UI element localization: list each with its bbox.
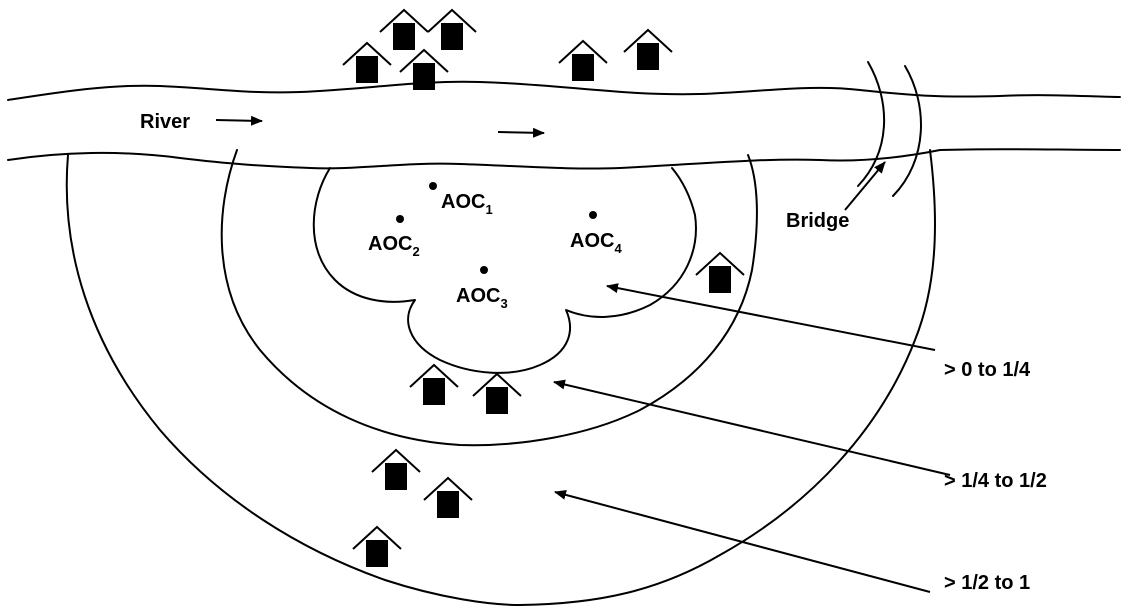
aoc-3-subscript: 3: [500, 296, 507, 311]
zone-boundary-middle: [220, 149, 758, 447]
zone-outer-label: > 1/2 to 1: [944, 572, 1030, 594]
house-icon: [695, 252, 745, 294]
aoc-3-label: AOC: [456, 285, 500, 307]
aoc-1-marker: AOC1: [429, 182, 493, 217]
svg-text:AOC2: AOC2: [368, 233, 420, 259]
aoc-1-subscript: 1: [485, 202, 492, 217]
river-label: River: [140, 111, 190, 133]
house-icon: [472, 373, 522, 415]
svg-text:AOC1: AOC1: [441, 191, 493, 217]
river-flow-arrow: [215, 115, 263, 126]
aoc-2-subscript: 2: [412, 244, 419, 259]
house-icon: [623, 29, 673, 71]
aoc-3-marker: AOC3: [456, 266, 508, 311]
house-icon: [423, 477, 473, 519]
aoc-4-subscript: 4: [614, 241, 622, 256]
svg-text:AOC4: AOC4: [570, 230, 622, 256]
zone-middle-label: > 1/4 to 1/2: [944, 470, 1047, 492]
house-icon: [409, 364, 459, 406]
house-icon: [352, 526, 402, 568]
river-flow-arrow: [497, 127, 545, 138]
house-icon: [371, 449, 421, 491]
svg-text:AOC3: AOC3: [456, 285, 508, 311]
zone-middle-arrow: [553, 379, 951, 476]
bridge-label: Bridge: [786, 210, 849, 232]
bridge-icon: [857, 61, 922, 197]
aoc-2-label: AOC: [368, 233, 412, 255]
aoc-4-marker: AOC4: [570, 211, 622, 256]
zone-inner-label: > 0 to 1/4: [944, 359, 1031, 381]
zone-boundary-inner: [312, 167, 697, 374]
aoc-2-marker: AOC2: [368, 215, 420, 259]
aoc-1-label: AOC: [441, 191, 485, 213]
house-icon: [427, 9, 477, 51]
zone-outer-arrow: [554, 490, 931, 593]
house-icon: [342, 42, 392, 84]
river-north-bank: [7, 80, 1121, 101]
house-icon: [379, 9, 429, 51]
river-south-bank: [7, 148, 1121, 170]
zone-boundary-outer: [65, 149, 936, 606]
aoc-4-label: AOC: [570, 230, 614, 252]
house-icon: [558, 40, 608, 82]
zone-inner-arrow: [606, 283, 936, 351]
bridge-arrow: [844, 161, 886, 211]
